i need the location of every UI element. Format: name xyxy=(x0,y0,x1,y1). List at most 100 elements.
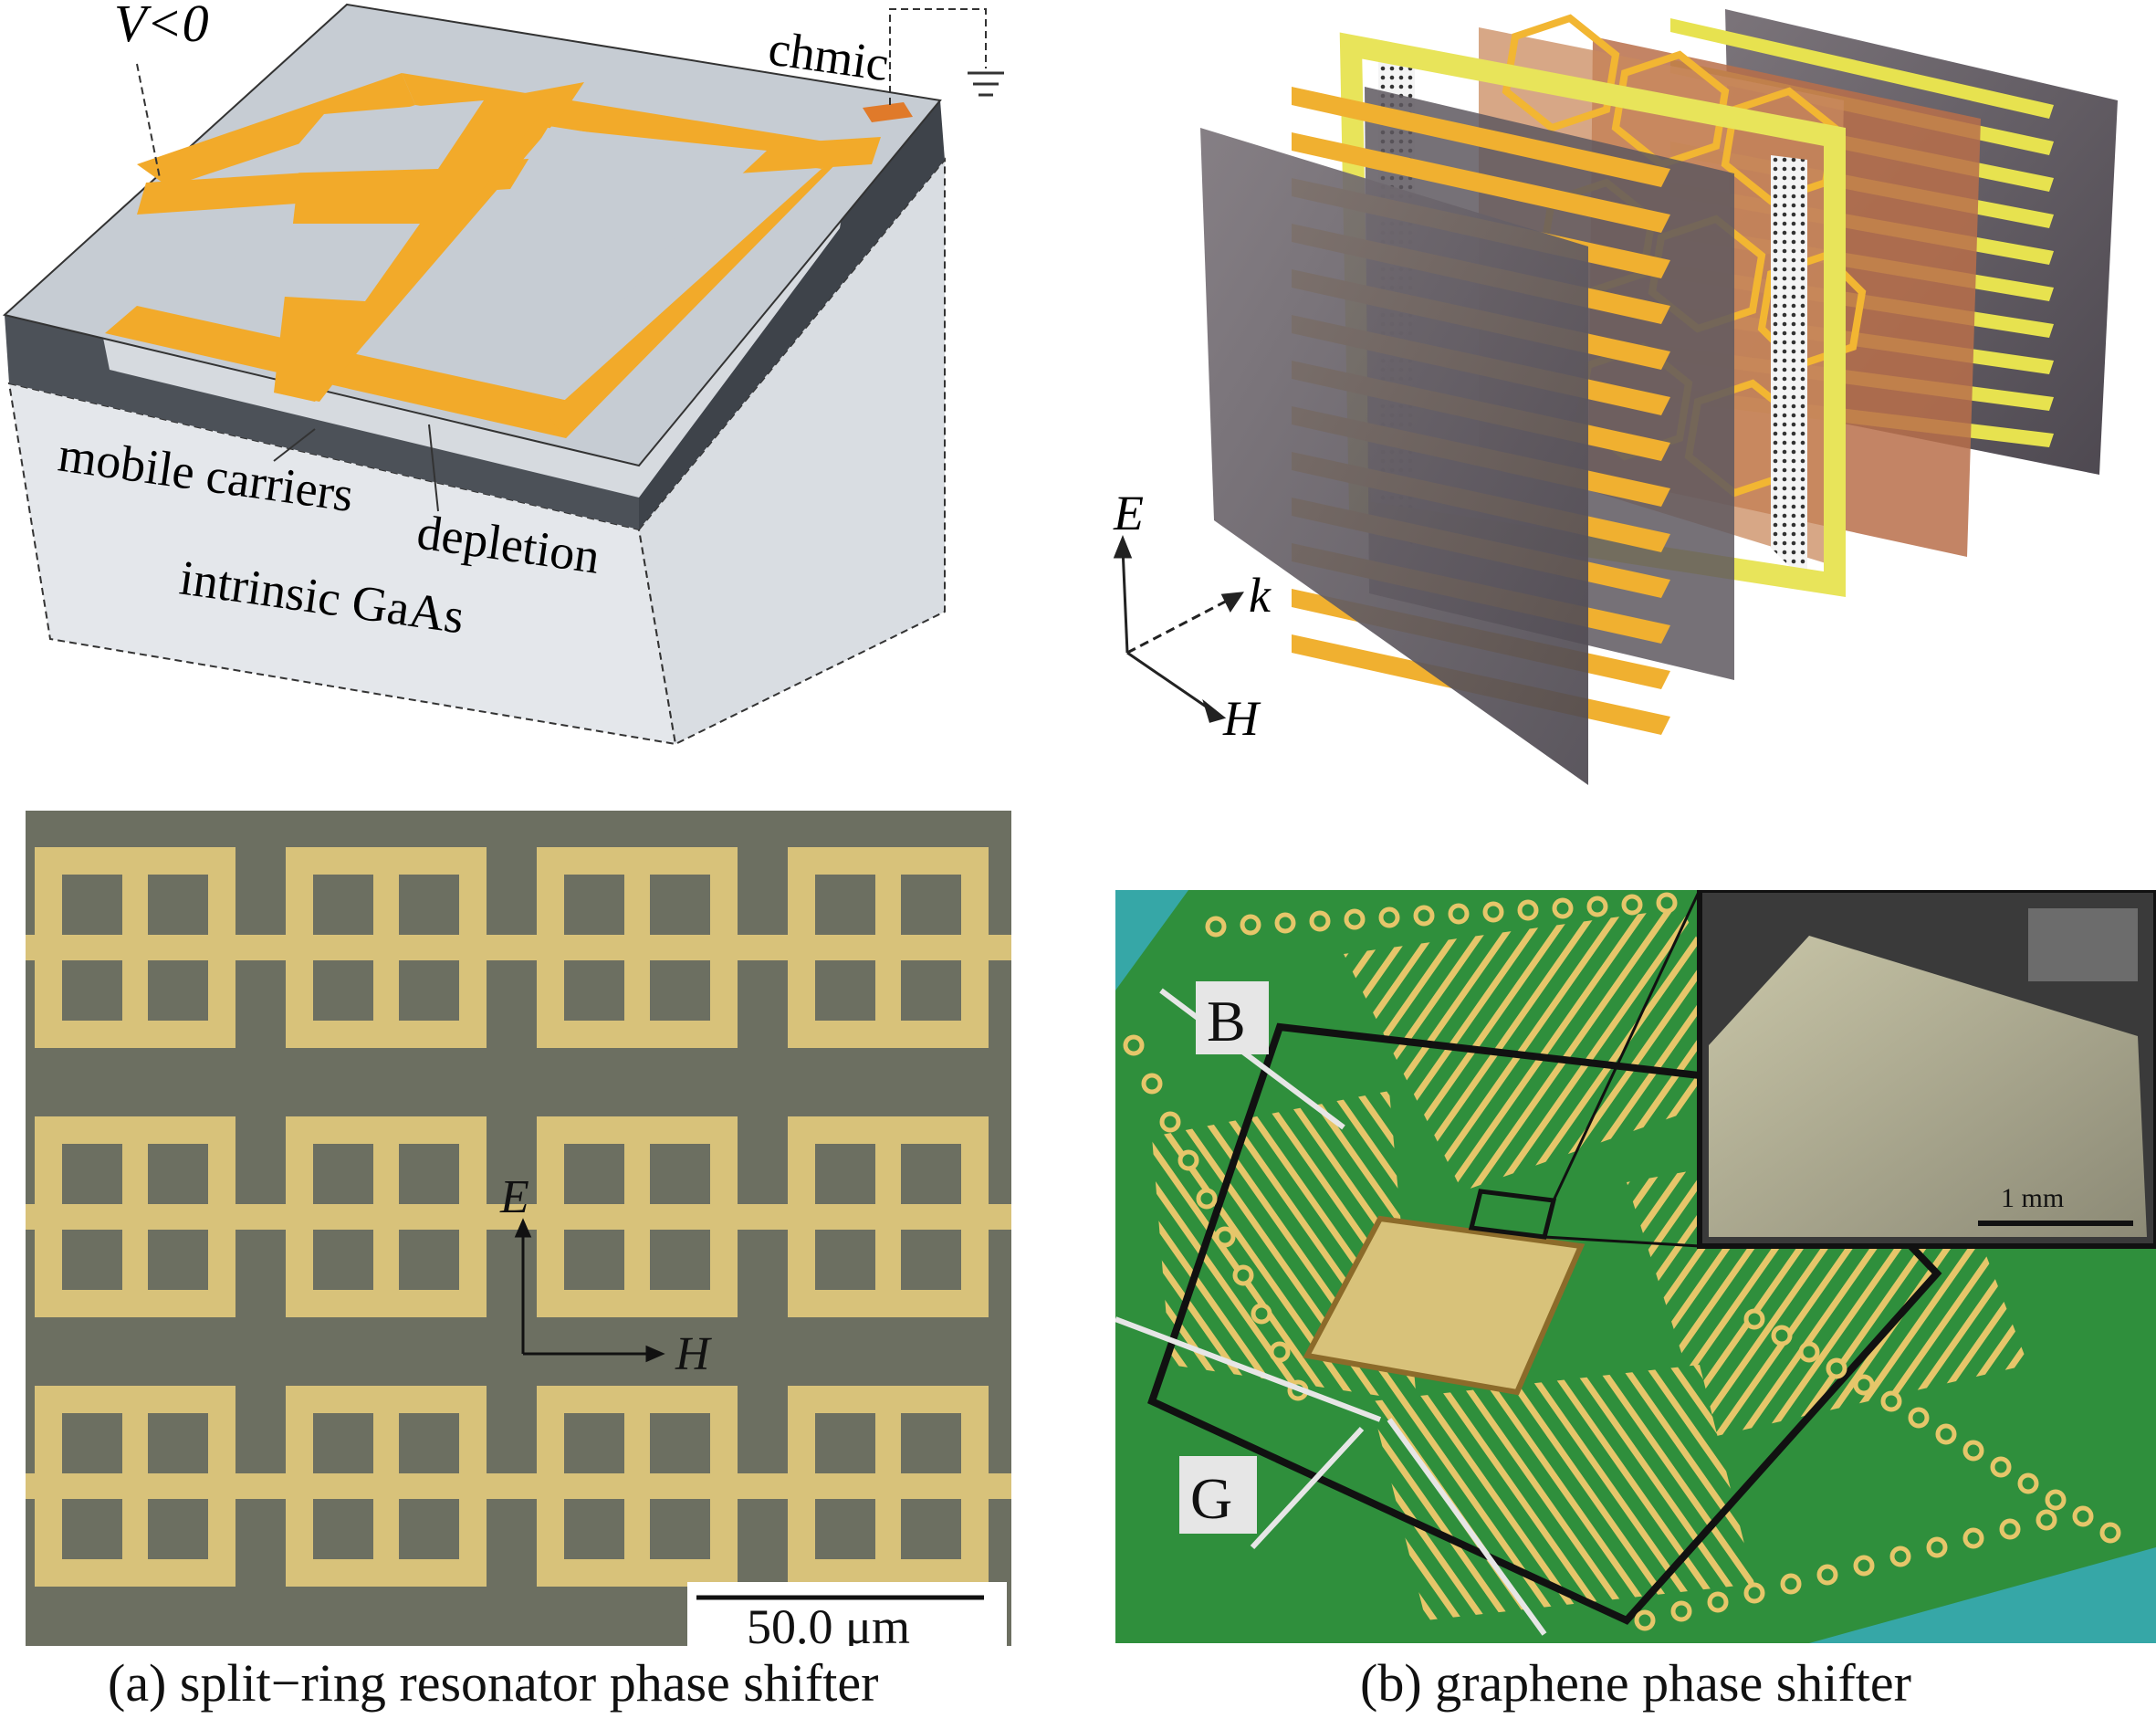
via-hole xyxy=(1962,1527,1984,1549)
via-hole xyxy=(1378,906,1400,928)
via-hole xyxy=(1344,908,1366,930)
via-hole xyxy=(1214,1226,1236,1248)
via-hole xyxy=(1269,1341,1291,1363)
via-hole xyxy=(1798,1341,1820,1363)
via-hole xyxy=(1274,912,1296,934)
via-hole xyxy=(1743,1308,1765,1330)
via-hole xyxy=(1999,1518,2021,1540)
pad-b-box xyxy=(1196,981,1269,1054)
trace-fan-bottom xyxy=(1371,1365,1754,1620)
gate-wire xyxy=(136,63,161,179)
inset-graphene xyxy=(1709,936,2147,1237)
srr-unit-vbar xyxy=(875,1413,901,1559)
voltage-label: V<0 xyxy=(114,0,209,53)
via-hole xyxy=(1205,916,1227,938)
inset-scale-label: 1 mm xyxy=(2001,1183,2064,1213)
via-hole xyxy=(1780,1573,1802,1595)
via-hole xyxy=(1926,1536,1948,1558)
via-hole xyxy=(1634,1609,1656,1631)
srr-schematic: V<0 chmic mobile carriers depletion intr… xyxy=(2,0,1004,746)
depletion-leader xyxy=(428,424,439,512)
via-hole xyxy=(1552,897,1574,919)
srr-windows xyxy=(205,100,767,338)
caption-b: (b) graphene phase shifter xyxy=(1360,1653,1911,1713)
graphene-device-photo: B G 1 mm xyxy=(1115,890,2156,1643)
via-hole xyxy=(1141,1073,1163,1095)
graphene-chip xyxy=(1303,1215,1586,1396)
pad-g-box xyxy=(1179,1456,1257,1534)
srr-unit-vbar xyxy=(122,875,148,1021)
srr-unit-vbar xyxy=(624,875,650,1021)
srr-unit-vbar xyxy=(373,875,399,1021)
srr-unit-vbar xyxy=(373,1413,399,1559)
ohmic-wire xyxy=(889,8,987,105)
scale-label: 50.0 μm xyxy=(747,1599,910,1646)
via-hole xyxy=(2017,1472,2039,1494)
via-hole xyxy=(1707,1591,1729,1613)
front-plate xyxy=(1200,128,1588,785)
via-hole xyxy=(1123,1034,1145,1056)
via-hole xyxy=(2072,1505,2094,1527)
zoom-line-1 xyxy=(1552,890,1701,1201)
caption-a: (a) split−ring resonator phase shifter xyxy=(108,1653,879,1713)
via-hole xyxy=(1880,1390,1902,1412)
scale-box xyxy=(687,1582,1007,1646)
via-hole xyxy=(1889,1546,1911,1567)
via-hole xyxy=(1656,892,1678,914)
pad-g-label: G xyxy=(1190,1466,1232,1531)
via-hole xyxy=(1251,1303,1272,1325)
via-hole xyxy=(1816,1564,1838,1586)
pad-b-label: B xyxy=(1207,989,1246,1053)
bond-wires xyxy=(1115,988,1547,1636)
graphene-dots-layer-2 xyxy=(1771,155,1807,584)
via-hole xyxy=(1962,1440,1984,1462)
trace-fan-top xyxy=(1344,908,1773,1191)
ground-icon xyxy=(968,71,1004,97)
via-holes xyxy=(1123,892,2121,1631)
via-hole xyxy=(1240,914,1261,936)
srr-array xyxy=(26,847,1011,1587)
srr-unit-vbar xyxy=(122,1144,148,1290)
srr-unit-vbar xyxy=(122,1413,148,1559)
via-hole xyxy=(2099,1522,2121,1544)
via-hole xyxy=(2036,1509,2057,1531)
zoom-line-2 xyxy=(1544,1235,1701,1248)
via-hole xyxy=(1908,1407,1930,1429)
via-hole xyxy=(1935,1423,1957,1445)
srr-unit-vbar xyxy=(624,1144,650,1290)
micro-axis-e: E xyxy=(499,1171,529,1223)
em-axes xyxy=(1113,534,1245,723)
via-hole xyxy=(1413,905,1435,927)
via-hole xyxy=(1517,899,1539,921)
via-hole xyxy=(2045,1489,2067,1511)
axis-e-label: E xyxy=(1113,486,1144,540)
via-hole xyxy=(1990,1456,2012,1478)
graphene-stack-schematic: E k H xyxy=(1113,9,2118,785)
via-hole xyxy=(1826,1357,1847,1379)
via-hole xyxy=(1448,903,1470,925)
via-hole xyxy=(1621,894,1643,916)
via-hole xyxy=(1853,1374,1875,1396)
srr-unit-vbar xyxy=(875,875,901,1021)
substrate-front-face xyxy=(7,382,677,746)
substrate-right-face xyxy=(637,157,946,746)
via-hole xyxy=(1196,1188,1218,1210)
via-hole xyxy=(1177,1149,1199,1171)
srr-unit-vbar xyxy=(875,1144,901,1290)
via-hole xyxy=(1853,1555,1875,1577)
srr-unit-vbar xyxy=(373,1144,399,1290)
micro-axis-h: H xyxy=(675,1328,712,1380)
via-hole xyxy=(1586,896,1608,917)
dark-layer-right xyxy=(639,100,945,529)
via-hole xyxy=(1670,1600,1692,1622)
srr-micrograph: E H 50.0 μm xyxy=(26,811,1011,1646)
via-hole xyxy=(1232,1264,1254,1286)
mobile-leader xyxy=(273,428,316,462)
via-hole xyxy=(1771,1325,1793,1347)
axis-k-label: k xyxy=(1249,568,1272,623)
srr-unit-vbar xyxy=(624,1413,650,1559)
axis-h-label: H xyxy=(1222,691,1261,746)
inset-glare xyxy=(2028,908,2138,981)
via-hole xyxy=(1159,1111,1181,1133)
ohmic-contact xyxy=(863,102,913,122)
